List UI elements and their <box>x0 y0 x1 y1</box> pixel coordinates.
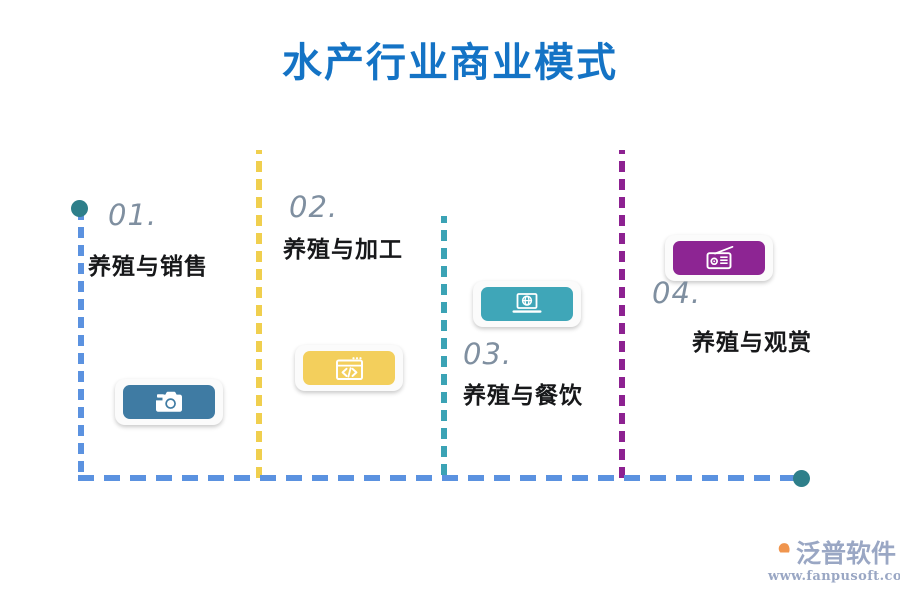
laptop-globe-icon <box>512 293 542 313</box>
page-title: 水产行业商业模式 <box>282 40 618 86</box>
step-03-label: 养殖与餐饮 <box>463 381 583 409</box>
radio-icon-background <box>673 241 765 275</box>
end-dot <box>793 470 810 487</box>
code-window-icon <box>335 356 363 380</box>
step-02[interactable]: 02. 养殖与加工 <box>283 190 403 263</box>
divider-line-03 <box>441 216 447 478</box>
logo-brand-text: 泛普软件 <box>795 539 896 568</box>
radio-icon <box>706 246 734 270</box>
step-03-icon-tile[interactable] <box>473 281 581 327</box>
step-01-icon-tile[interactable] <box>115 379 223 425</box>
divider-line-02 <box>256 150 262 478</box>
step-02-label: 养殖与加工 <box>283 235 403 263</box>
camera-icon <box>156 391 182 412</box>
start-dot <box>71 200 88 217</box>
step-01[interactable]: 01. 养殖与销售 <box>88 198 208 280</box>
logo-row: 泛普软件 <box>768 536 896 568</box>
divider-line-04 <box>619 150 625 478</box>
step-04-number: 04. <box>652 276 702 310</box>
step-02-icon-tile[interactable] <box>295 345 403 391</box>
fanpu-logo-icon <box>769 542 790 562</box>
camera-icon-background <box>123 385 215 419</box>
step-03[interactable]: 03. 养殖与餐饮 <box>463 337 583 409</box>
step-01-label: 养殖与销售 <box>88 252 208 280</box>
step-01-number: 01. <box>108 198 158 232</box>
step-04-icon-tile[interactable] <box>665 235 773 281</box>
baseline-connector <box>78 475 804 481</box>
step-03-number: 03. <box>463 337 513 371</box>
laptop-globe-icon-background <box>481 287 573 321</box>
step-04[interactable]: 04. 养殖与观赏 <box>652 276 812 356</box>
step-02-number: 02. <box>289 190 339 224</box>
divider-line-01 <box>78 210 84 478</box>
step-04-label: 养殖与观赏 <box>692 328 812 356</box>
brand-logo[interactable]: 泛普软件 www.fanpusoft.com <box>768 536 900 588</box>
logo-url-text: www.fanpusoft.com <box>768 569 900 584</box>
code-window-icon-background <box>303 351 395 385</box>
